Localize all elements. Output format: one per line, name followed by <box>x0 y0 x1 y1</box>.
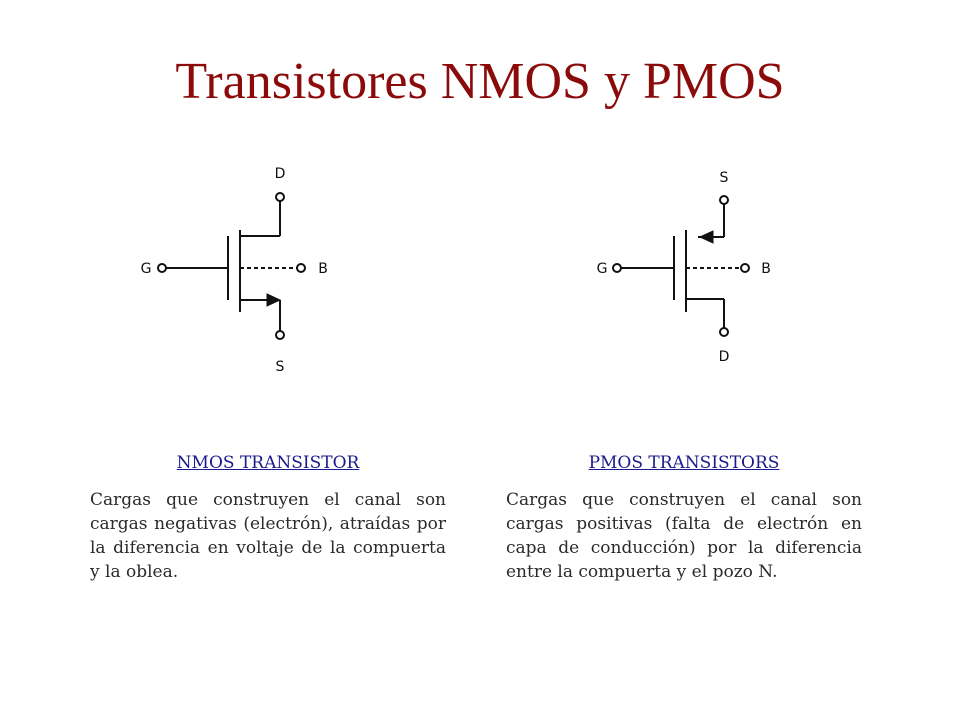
nmos-description: NMOS TRANSISTOR Cargas que construyen el… <box>90 452 446 584</box>
pmos-text: Cargas que construyen el canal son carga… <box>506 490 862 583</box>
nmos-source-terminal <box>275 330 285 340</box>
nmos-source-arrow <box>266 293 282 307</box>
pmos-source-label: S <box>720 170 729 186</box>
nmos-gate-label: G <box>141 261 152 277</box>
pmos-gate-terminal <box>612 263 622 273</box>
nmos-source-label: S <box>276 359 285 375</box>
pmos-source-terminal <box>719 195 729 205</box>
pmos-body-label: B <box>761 261 771 277</box>
pmos-body-terminal <box>740 263 750 273</box>
nmos-symbol <box>157 192 306 340</box>
pmos-description: PMOS TRANSISTORS Cargas que construyen e… <box>506 452 862 584</box>
nmos-body-label: B <box>318 261 328 277</box>
pmos-heading: PMOS TRANSISTORS <box>588 453 780 473</box>
pmos-gate-label: G <box>597 261 608 277</box>
slide-title: Transistores NMOS y PMOS <box>175 53 785 110</box>
nmos-drain-label: D <box>275 166 286 182</box>
pmos-drain-terminal <box>719 327 729 337</box>
nmos-body-terminal <box>296 263 306 273</box>
pmos-drain-label: D <box>719 349 730 365</box>
nmos-drain-terminal <box>275 192 285 202</box>
pmos-symbol <box>612 195 750 337</box>
nmos-heading: NMOS TRANSISTOR <box>176 453 360 473</box>
nmos-text: Cargas que construyen el canal son carga… <box>90 490 446 583</box>
nmos-gate-terminal <box>157 263 167 273</box>
pmos-source-arrow <box>698 230 714 244</box>
